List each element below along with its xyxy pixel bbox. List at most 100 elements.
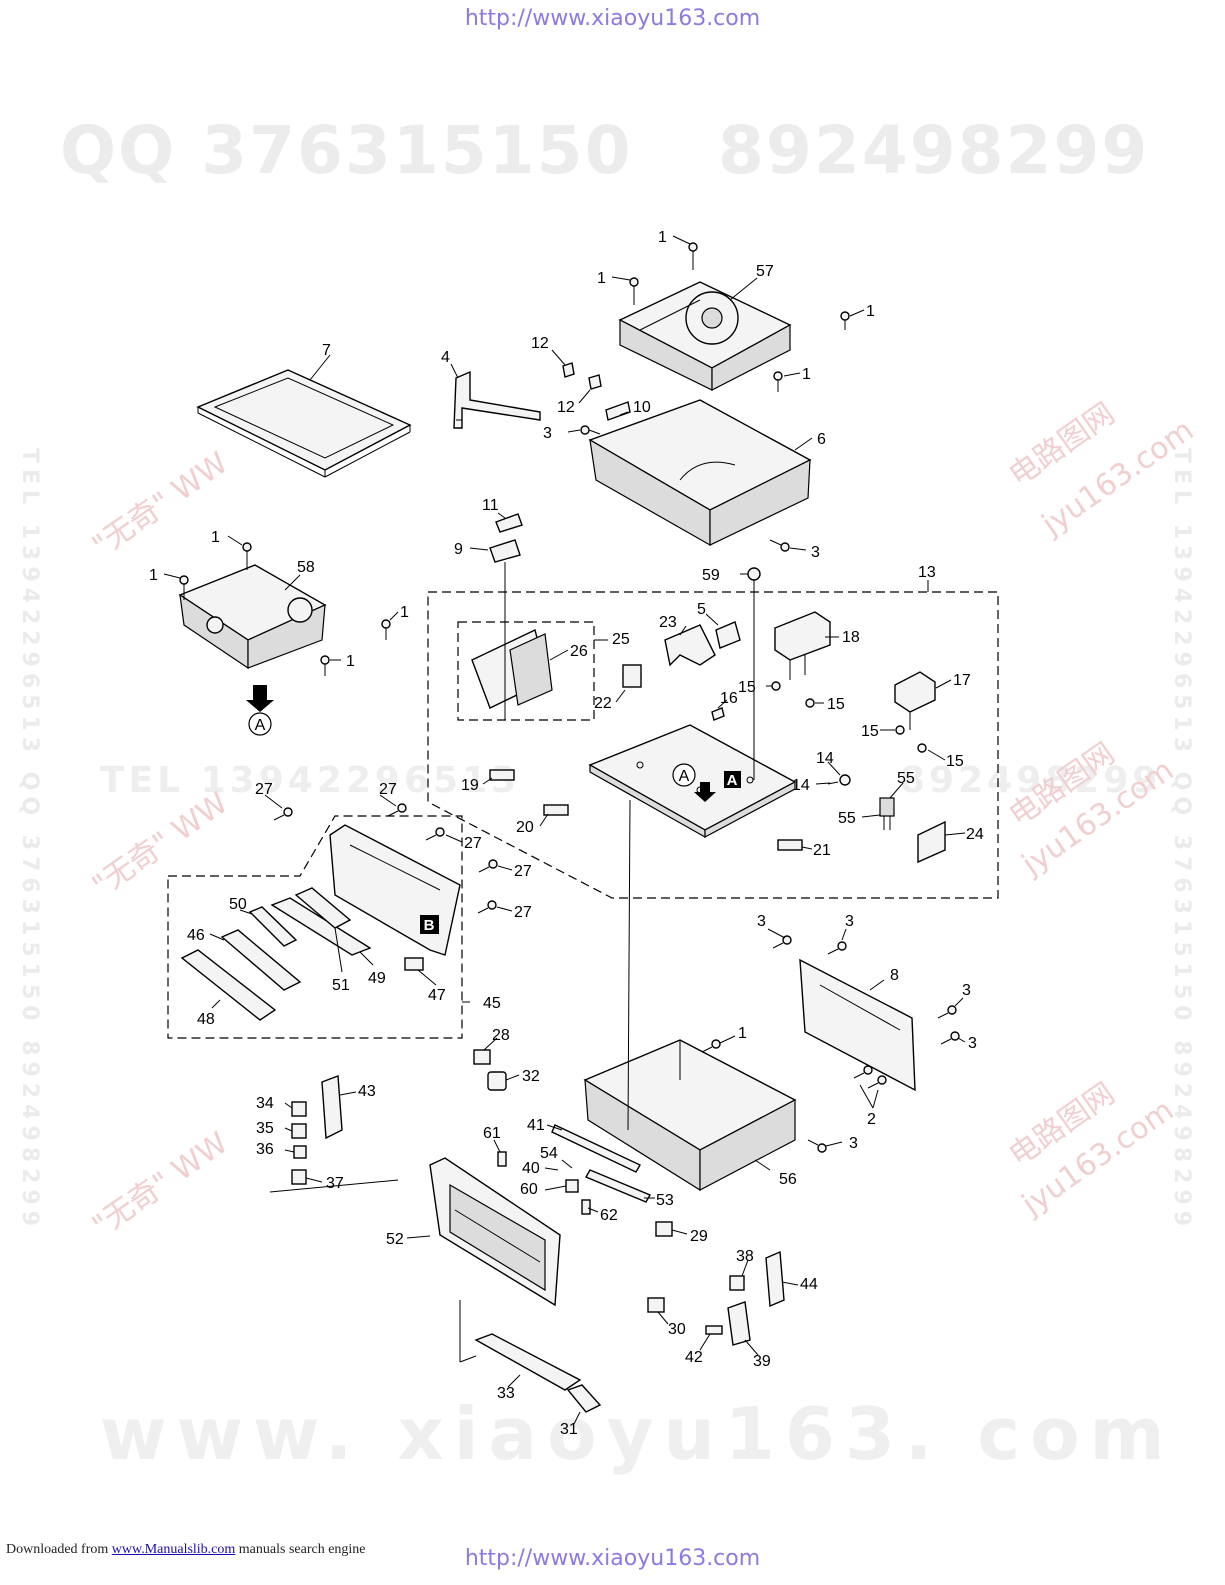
callout-47: 47	[428, 987, 446, 1004]
assembly-13-outline	[427, 591, 999, 899]
callout-53: 53	[656, 1192, 674, 1209]
callout-57: 57	[756, 263, 774, 280]
callout-3: 3	[962, 982, 971, 999]
callout-27: 27	[379, 781, 397, 798]
callout-21: 21	[813, 842, 831, 859]
callout-14: 14	[816, 750, 834, 767]
part-38	[729, 1275, 745, 1291]
part-56-chassis	[583, 1039, 797, 1192]
callout-1: 1	[738, 1025, 747, 1042]
part-23	[664, 624, 716, 667]
part-31	[566, 1384, 602, 1413]
callout-7: 7	[322, 342, 331, 359]
part-61	[497, 1151, 507, 1167]
footer-suffix: manuals search engine	[238, 1542, 366, 1557]
callout-38: 38	[736, 1248, 754, 1265]
part-49	[270, 897, 372, 956]
ref-circle-a-left: A	[255, 717, 266, 734]
part-5	[715, 621, 741, 649]
callout-23: 23	[659, 614, 677, 631]
callout-58: 58	[297, 559, 315, 576]
callout-1: 1	[400, 604, 409, 621]
callout-60: 60	[520, 1181, 538, 1198]
callout-16: 16	[720, 690, 738, 707]
ref-arrow-a-left: A	[246, 685, 274, 736]
watermark-site: www. xiaoyu163. com	[100, 1392, 1175, 1476]
callout-15: 15	[827, 696, 845, 713]
part-44	[765, 1250, 785, 1308]
part-58-mechanism	[178, 564, 327, 670]
ref-box-b: B	[424, 917, 435, 934]
part-47	[404, 957, 424, 971]
callout-20: 20	[516, 819, 534, 836]
part-50	[248, 906, 298, 947]
assembly-45-outline	[167, 815, 463, 1039]
footer-prefix: Downloaded from	[6, 1542, 109, 1557]
part-43	[321, 1075, 343, 1140]
callout-1: 1	[346, 653, 355, 670]
part-6-chassis	[588, 399, 812, 547]
part-19	[489, 769, 515, 781]
part-51	[294, 887, 352, 929]
watermark-url-bottom: http://www.xiaoyu163.com	[464, 1546, 761, 1571]
part-30	[647, 1297, 665, 1313]
callout-1: 1	[658, 229, 667, 246]
callout-39: 39	[753, 1353, 771, 1370]
part-42	[705, 1325, 723, 1335]
part-9	[489, 539, 521, 563]
callout-22: 22	[594, 695, 612, 712]
callout-9: 9	[454, 541, 463, 558]
callout-4: 4	[441, 349, 450, 366]
watermark-tel-mid: TEL 13942296513	[100, 760, 521, 801]
callout-3: 3	[845, 913, 854, 930]
callout-12: 12	[531, 335, 549, 352]
callout-40: 40	[522, 1160, 540, 1177]
callout-55: 55	[897, 770, 915, 787]
part-36	[293, 1145, 307, 1159]
part-53	[584, 1169, 652, 1203]
part-62	[581, 1199, 591, 1215]
part-46-lens	[220, 929, 302, 991]
screws	[179, 242, 960, 1153]
manualslib-link[interactable]: www.Manualslib.com	[111, 1542, 236, 1557]
part-60	[565, 1179, 579, 1193]
callout-labels: 1 1 57 1 1 7 4 12 12 10 3 6 3 11 9 1 1 5…	[149, 229, 984, 1438]
callout-43: 43	[358, 1083, 376, 1100]
part-8-rear-plate	[799, 958, 916, 1092]
callout-1: 1	[866, 303, 875, 320]
assembly-25-outline	[457, 621, 595, 721]
callout-55: 55	[838, 810, 856, 827]
part-48-frame	[180, 949, 277, 1021]
callout-11: 11	[482, 497, 499, 514]
part-39	[727, 1301, 751, 1346]
callout-49: 49	[368, 970, 386, 987]
ref-box-b-bg	[420, 915, 439, 934]
callout-27: 27	[514, 904, 532, 921]
callout-1: 1	[211, 529, 220, 546]
callout-15: 15	[738, 679, 756, 696]
callout-33: 33	[497, 1385, 515, 1402]
callout-34: 34	[256, 1095, 274, 1112]
part-17-connector	[894, 671, 936, 730]
callout-30: 30	[668, 1321, 686, 1338]
callout-18: 18	[842, 629, 860, 646]
callout-51: 51	[332, 977, 350, 994]
part-29	[655, 1221, 673, 1237]
callout-35: 35	[256, 1120, 274, 1137]
callout-27: 27	[255, 781, 273, 798]
leader-lines	[163, 235, 966, 1425]
callout-27: 27	[464, 835, 482, 852]
part-18-connector	[774, 611, 831, 680]
callout-3: 3	[543, 425, 552, 442]
part-7-cover	[196, 369, 412, 478]
part-20	[543, 804, 569, 816]
part-22	[622, 664, 642, 688]
callout-1: 1	[802, 366, 811, 383]
part-37	[291, 1169, 307, 1185]
ref-circle-a-pcb: A	[679, 768, 690, 785]
callout-32: 32	[522, 1068, 540, 1085]
callout-48: 48	[197, 1011, 215, 1028]
callout-29: 29	[690, 1228, 708, 1245]
callout-14: 14	[792, 777, 810, 794]
